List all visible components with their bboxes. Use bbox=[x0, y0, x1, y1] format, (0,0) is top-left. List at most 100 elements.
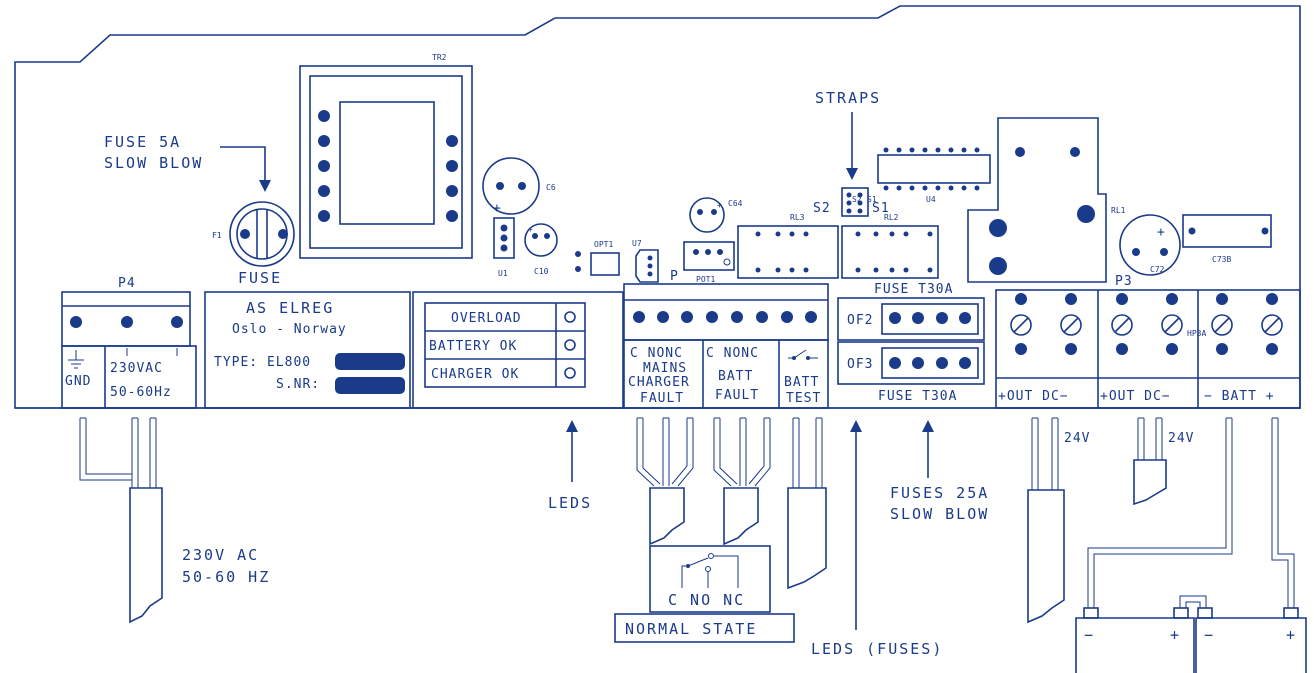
fuse-callout-arrow bbox=[220, 146, 266, 190]
type-plate bbox=[335, 353, 405, 370]
c64-capacitor bbox=[689, 197, 725, 233]
relay-terminal-screws bbox=[633, 311, 817, 323]
svg-text:+: + bbox=[1157, 225, 1166, 240]
switch-icon bbox=[681, 557, 709, 588]
fuse-callout-line1: FUSE 5A bbox=[104, 133, 181, 151]
opt1-chip bbox=[590, 252, 620, 276]
fuse-callout-line2: SLOW BLOW bbox=[104, 154, 203, 172]
nameplate bbox=[204, 291, 411, 409]
battery2-plus: + bbox=[1286, 626, 1297, 644]
fuse-block-f2 bbox=[837, 297, 985, 341]
of3-label: OF3 bbox=[847, 357, 873, 372]
relay-wires bbox=[636, 417, 827, 590]
c6-capacitor bbox=[482, 157, 540, 215]
normal-state-label: NORMAL STATE bbox=[625, 620, 757, 638]
24v-label-1: 24V bbox=[1064, 431, 1090, 446]
svg-text:+: + bbox=[493, 201, 502, 216]
s1-label: S1 bbox=[872, 201, 890, 216]
ac-terminal-line1: 230VAC bbox=[110, 361, 163, 376]
svg-text:+: + bbox=[717, 201, 722, 210]
u1-regulator bbox=[493, 217, 515, 259]
fuse-bottom-label: FUSE T30A bbox=[878, 389, 957, 404]
leds-panel bbox=[412, 291, 624, 409]
battery-wires bbox=[1087, 417, 1295, 608]
pot1 bbox=[683, 241, 735, 271]
cnonc-label: C NO NC bbox=[668, 591, 745, 609]
battery-2 bbox=[1195, 617, 1307, 673]
led-charger-ok bbox=[564, 367, 576, 379]
c73b-label: C73B bbox=[1212, 255, 1231, 264]
fuse-block-f3 bbox=[837, 341, 985, 385]
p3-screw-heads bbox=[1010, 314, 1283, 336]
company-city: Oslo - Norway bbox=[232, 322, 347, 337]
led-battery-ok bbox=[564, 339, 576, 351]
fuse-ref: F1 bbox=[212, 231, 222, 240]
batt-test-label1: BATT bbox=[784, 375, 819, 390]
s2-small-label: S2 bbox=[852, 195, 862, 204]
strap-block bbox=[841, 187, 869, 217]
u4-label: U4 bbox=[926, 195, 936, 204]
hp3a-label: HP3A bbox=[1187, 329, 1206, 338]
gnd-label: GND bbox=[65, 374, 91, 389]
fuse-pin bbox=[240, 229, 250, 239]
ac-callout-line2: 50-60 HZ bbox=[182, 568, 270, 586]
led-charger-ok-label: CHARGER OK bbox=[431, 367, 519, 382]
u7-label: U7 bbox=[632, 239, 642, 248]
ac-wires bbox=[79, 417, 163, 624]
p3-terminal-block bbox=[995, 289, 1301, 409]
transformer-mid bbox=[309, 75, 463, 249]
charger-label: CHARGER bbox=[628, 375, 690, 390]
s2-label: S2 bbox=[813, 201, 831, 216]
pot1-label: POT1 bbox=[696, 275, 715, 284]
fuse-top-label: FUSE T30A bbox=[874, 282, 953, 297]
led-overload-label: OVERLOAD bbox=[451, 311, 522, 326]
opt1-label: OPT1 bbox=[594, 240, 613, 249]
c10-label: C10 bbox=[534, 267, 549, 276]
s1-small-label: S1 bbox=[867, 195, 877, 204]
relay-rl3 bbox=[737, 225, 839, 279]
battery1-minus: − bbox=[1084, 626, 1095, 644]
c73b-capacitor bbox=[1182, 214, 1272, 248]
type-label: TYPE: EL800 bbox=[214, 355, 311, 370]
mains-top-label: C NONC bbox=[630, 346, 683, 361]
transformer-core bbox=[339, 101, 435, 225]
led-overload bbox=[564, 311, 576, 323]
transformer-outer bbox=[299, 65, 473, 259]
u7-chip bbox=[635, 249, 659, 283]
p4-label-box bbox=[61, 345, 197, 409]
c64-label: C64 bbox=[728, 199, 743, 208]
transformer-pins bbox=[318, 110, 458, 222]
c6-label: C6 bbox=[546, 183, 556, 192]
dc-out-wires-1 bbox=[1027, 417, 1065, 624]
normal-state-box bbox=[649, 545, 771, 613]
p-label: P bbox=[670, 269, 679, 284]
relay-rl2 bbox=[841, 225, 939, 279]
fuse-holder bbox=[229, 201, 295, 267]
arrow-head bbox=[846, 168, 858, 180]
24v-label-2: 24V bbox=[1168, 431, 1194, 446]
arrow-head bbox=[922, 420, 934, 432]
battery-1 bbox=[1075, 617, 1195, 673]
relay-label-box bbox=[623, 339, 829, 409]
batt-terminal-label: − BATT + bbox=[1204, 389, 1275, 404]
relay-rl1 bbox=[967, 117, 1107, 283]
fuse-pin bbox=[278, 229, 288, 239]
of2-label: OF2 bbox=[847, 313, 873, 328]
batt-test-label2: TEST bbox=[786, 391, 821, 406]
ac-callout-line1: 230V AC bbox=[182, 546, 259, 564]
u1-label: U1 bbox=[498, 269, 508, 278]
batt-fault-label1: BATT bbox=[718, 369, 753, 384]
fuse-label: FUSE bbox=[238, 269, 282, 287]
u4-chip bbox=[877, 154, 991, 184]
out1-label: +OUT DC− bbox=[998, 389, 1069, 404]
ac-terminal-line2: 50-60Hz bbox=[110, 385, 172, 400]
rl1-label: RL1 bbox=[1111, 206, 1126, 215]
fault-label: FAULT bbox=[640, 391, 684, 406]
rl3-label: RL3 bbox=[790, 213, 805, 222]
leds-callout: LEDS bbox=[548, 494, 592, 512]
arrow-head bbox=[566, 420, 578, 432]
c72-label: C72 bbox=[1150, 265, 1165, 274]
serial-plate bbox=[335, 377, 405, 394]
rl2-label: RL2 bbox=[884, 213, 899, 222]
